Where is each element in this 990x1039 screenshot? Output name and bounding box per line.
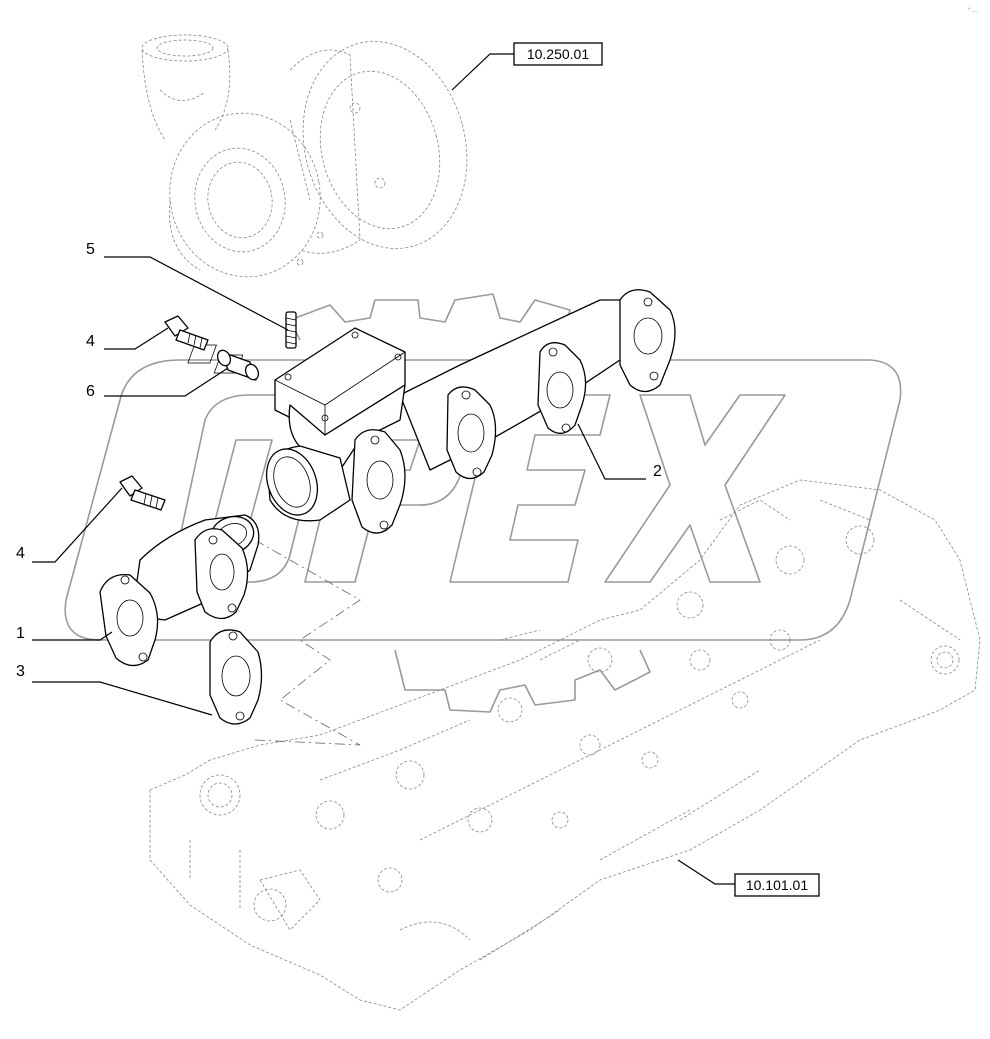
bolt-part-4-lower [119,475,166,511]
callout-4-lower: 4 [16,545,25,562]
callout-6: 6 [86,383,95,400]
reference-box-cylinder-head[interactable]: 10.101.01 [734,873,820,897]
stud-part-5 [285,311,297,349]
bolt-part-4-upper [164,315,209,351]
corner-mark: ° … [968,8,978,14]
callout-2: 2 [653,463,662,480]
reference-label-turbocharger: 10.250.01 [527,46,589,62]
assembly-centerline [254,539,361,746]
spacer-part-6 [216,349,260,381]
exhaust-manifold-part-1 [99,514,260,667]
exhaust-manifold-part-2 [187,289,676,534]
gasket-part-3 [209,629,263,725]
reference-box-turbocharger[interactable]: 10.250.01 [513,42,603,66]
turbocharger-ghost-drawing [141,34,468,278]
callout-4-upper: 4 [86,333,95,350]
cylinder-head-ghost-drawing [149,479,981,1011]
callout-1: 1 [16,625,25,642]
leader-lines [32,53,735,885]
callout-3: 3 [16,663,25,680]
reference-label-cylinder-head: 10.101.01 [746,877,808,893]
callout-5: 5 [86,241,95,258]
